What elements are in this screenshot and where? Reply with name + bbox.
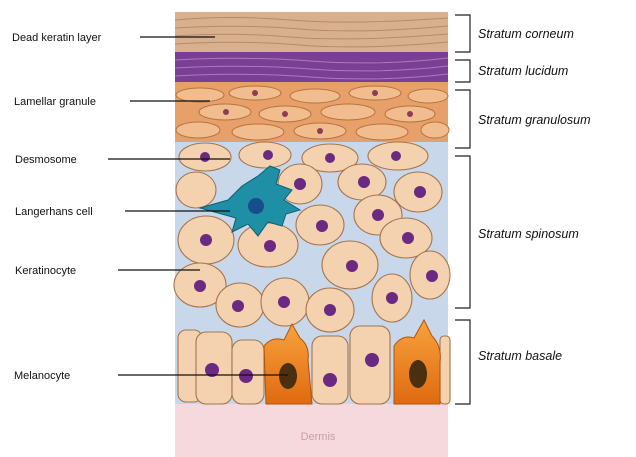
stratum-corneum-layer — [175, 12, 448, 52]
label-stratum-basale: Stratum basale — [478, 349, 562, 363]
label-stratum-spinosum: Stratum spinosum — [478, 227, 579, 241]
label-melanocyte: Melanocyte — [14, 370, 70, 382]
label-lamellar-granule: Lamellar granule — [14, 96, 96, 108]
label-dead-keratin-layer: Dead keratin layer — [12, 32, 102, 44]
label-desmosome: Desmosome — [15, 154, 77, 166]
label-stratum-corneum: Stratum corneum — [478, 27, 574, 41]
bracket-corneum — [455, 15, 470, 52]
label-langerhans-cell: Langerhans cell — [15, 206, 93, 218]
bracket-granulosum — [455, 90, 470, 148]
dermis-label: Dermis — [301, 431, 336, 443]
label-stratum-lucidum: Stratum lucidum — [478, 64, 568, 78]
stratum-lucidum-layer — [175, 52, 448, 82]
bracket-lucidum — [455, 60, 470, 82]
stratum-granulosum-layer — [175, 82, 449, 142]
label-keratinocyte: Keratinocyte — [15, 265, 76, 277]
label-stratum-granulosum: Stratum granulosum — [478, 113, 591, 127]
bracket-basale — [455, 320, 470, 404]
bracket-spinosum — [455, 156, 470, 308]
